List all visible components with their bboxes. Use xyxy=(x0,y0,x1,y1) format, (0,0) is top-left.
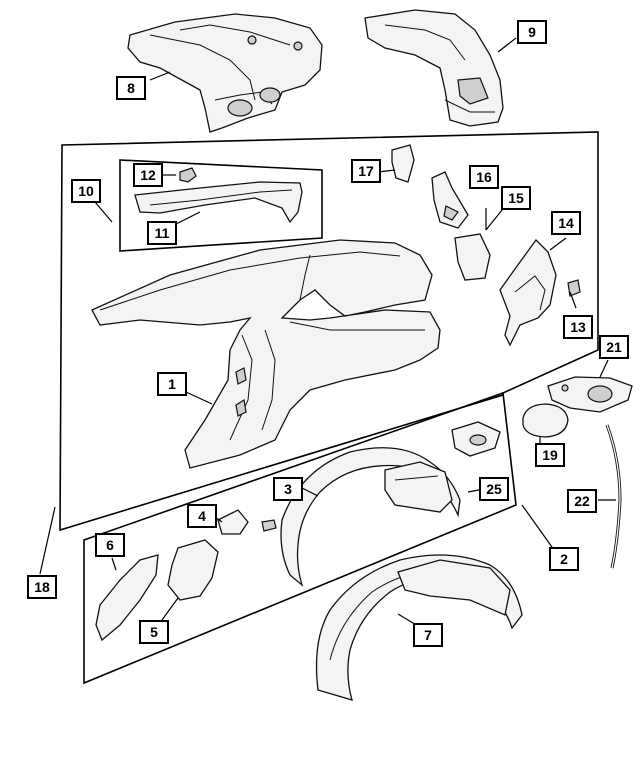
callout-18[interactable]: 18 xyxy=(27,575,57,599)
part-13-drawing xyxy=(567,279,581,297)
part-16-drawing xyxy=(431,171,469,229)
part-19-drawing xyxy=(522,403,569,438)
callout-16[interactable]: 16 xyxy=(469,165,499,189)
svg-text:8: 8 xyxy=(127,80,135,96)
part-12-drawing xyxy=(179,167,197,183)
svg-text:13: 13 xyxy=(570,319,586,335)
part-5-drawing xyxy=(167,539,219,601)
svg-text:15: 15 xyxy=(508,190,524,206)
callout-9[interactable]: 9 xyxy=(517,20,547,44)
svg-text:7: 7 xyxy=(424,627,432,643)
part-21-drawing xyxy=(547,376,633,413)
part-17-drawing xyxy=(391,144,415,183)
svg-text:22: 22 xyxy=(574,493,590,509)
callout-7[interactable]: 7 xyxy=(413,623,443,647)
callout-3[interactable]: 3 xyxy=(273,477,303,501)
svg-text:9: 9 xyxy=(528,24,536,40)
callout-22[interactable]: 22 xyxy=(567,489,597,513)
callout-12[interactable]: 12 xyxy=(133,163,163,187)
svg-text:12: 12 xyxy=(140,167,156,183)
part-4-drawing xyxy=(217,509,249,535)
svg-text:3: 3 xyxy=(284,481,292,497)
callout-14[interactable]: 14 xyxy=(551,211,581,235)
part-14-drawing xyxy=(499,239,557,347)
lower-group-frame xyxy=(83,391,517,685)
part-9-drawing xyxy=(364,9,504,127)
callout-6[interactable]: 6 xyxy=(95,533,125,557)
part-6-drawing xyxy=(95,554,159,642)
svg-text:11: 11 xyxy=(155,225,170,241)
callout-15[interactable]: 15 xyxy=(501,186,531,210)
callout-4[interactable]: 4 xyxy=(187,504,217,528)
part-clip-drawing xyxy=(261,519,277,532)
part-22-drawing-inner xyxy=(606,424,621,569)
svg-text:10: 10 xyxy=(78,183,94,199)
part-8-drawing xyxy=(127,13,323,133)
svg-text:4: 4 xyxy=(198,508,206,524)
callout-1[interactable]: 1 xyxy=(157,372,187,396)
svg-text:19: 19 xyxy=(542,447,558,463)
callout-2[interactable]: 2 xyxy=(549,547,579,571)
sub-group-10-frame xyxy=(119,159,323,252)
svg-text:1: 1 xyxy=(168,376,176,392)
part-7-drawing xyxy=(315,554,523,701)
callout-13[interactable]: 13 xyxy=(563,315,593,339)
part-3-drawing xyxy=(280,447,461,587)
svg-text:16: 16 xyxy=(476,169,492,185)
callout-11[interactable]: 11 xyxy=(147,221,177,245)
callout-17[interactable]: 17 xyxy=(351,159,381,183)
leader-lines xyxy=(39,37,616,627)
part-15-drawing xyxy=(454,233,491,281)
callout-19[interactable]: 19 xyxy=(535,443,565,467)
svg-text:17: 17 xyxy=(358,163,374,179)
callout-8[interactable]: 8 xyxy=(116,76,146,100)
svg-text:25: 25 xyxy=(486,481,502,497)
callout-25[interactable]: 25 xyxy=(479,477,509,501)
callout-5[interactable]: 5 xyxy=(139,620,169,644)
callout-21[interactable]: 21 xyxy=(599,335,629,359)
part-25-drawing xyxy=(451,421,501,457)
svg-text:21: 21 xyxy=(606,339,622,355)
svg-text:2: 2 xyxy=(560,551,568,567)
svg-text:5: 5 xyxy=(150,624,158,640)
svg-text:18: 18 xyxy=(34,579,50,595)
part-1-drawing xyxy=(91,239,441,469)
svg-text:6: 6 xyxy=(106,537,114,553)
callout-10[interactable]: 10 xyxy=(71,179,101,203)
part-11-drawing xyxy=(134,181,303,224)
svg-text:14: 14 xyxy=(558,215,574,231)
